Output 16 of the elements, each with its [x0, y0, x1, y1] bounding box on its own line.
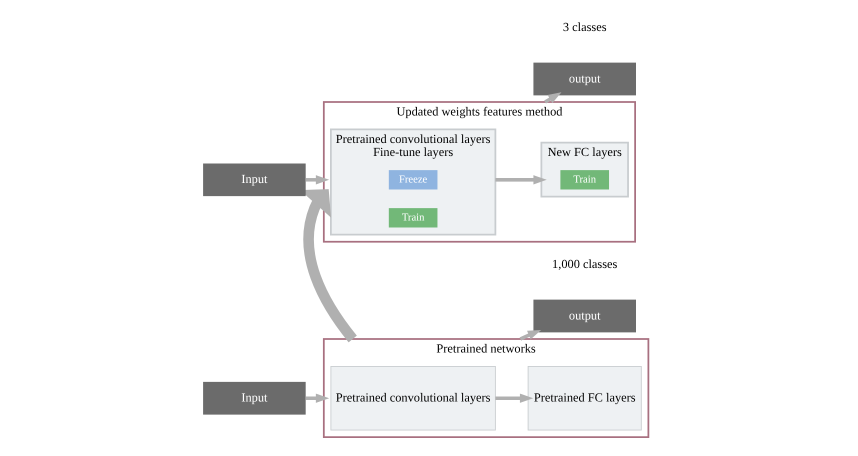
arrow — [304, 394, 329, 403]
node-box: Input — [202, 382, 306, 415]
arrow — [494, 175, 546, 184]
node-box: Train — [388, 208, 437, 228]
node-box: Train — [560, 170, 609, 190]
node-box: Freeze — [388, 170, 437, 190]
node-box: Pretrained convolutional layers — [330, 366, 496, 431]
node-box: Pretrained FC layers — [527, 366, 642, 431]
node-box: Input — [202, 163, 306, 196]
node-label: 1,000 classes — [552, 256, 617, 271]
node-label: 3 classes — [562, 20, 606, 34]
node-box: output — [532, 62, 636, 96]
arrow — [494, 394, 533, 403]
arrow — [304, 175, 329, 184]
node-box: output — [532, 300, 636, 332]
arrow — [519, 330, 541, 341]
